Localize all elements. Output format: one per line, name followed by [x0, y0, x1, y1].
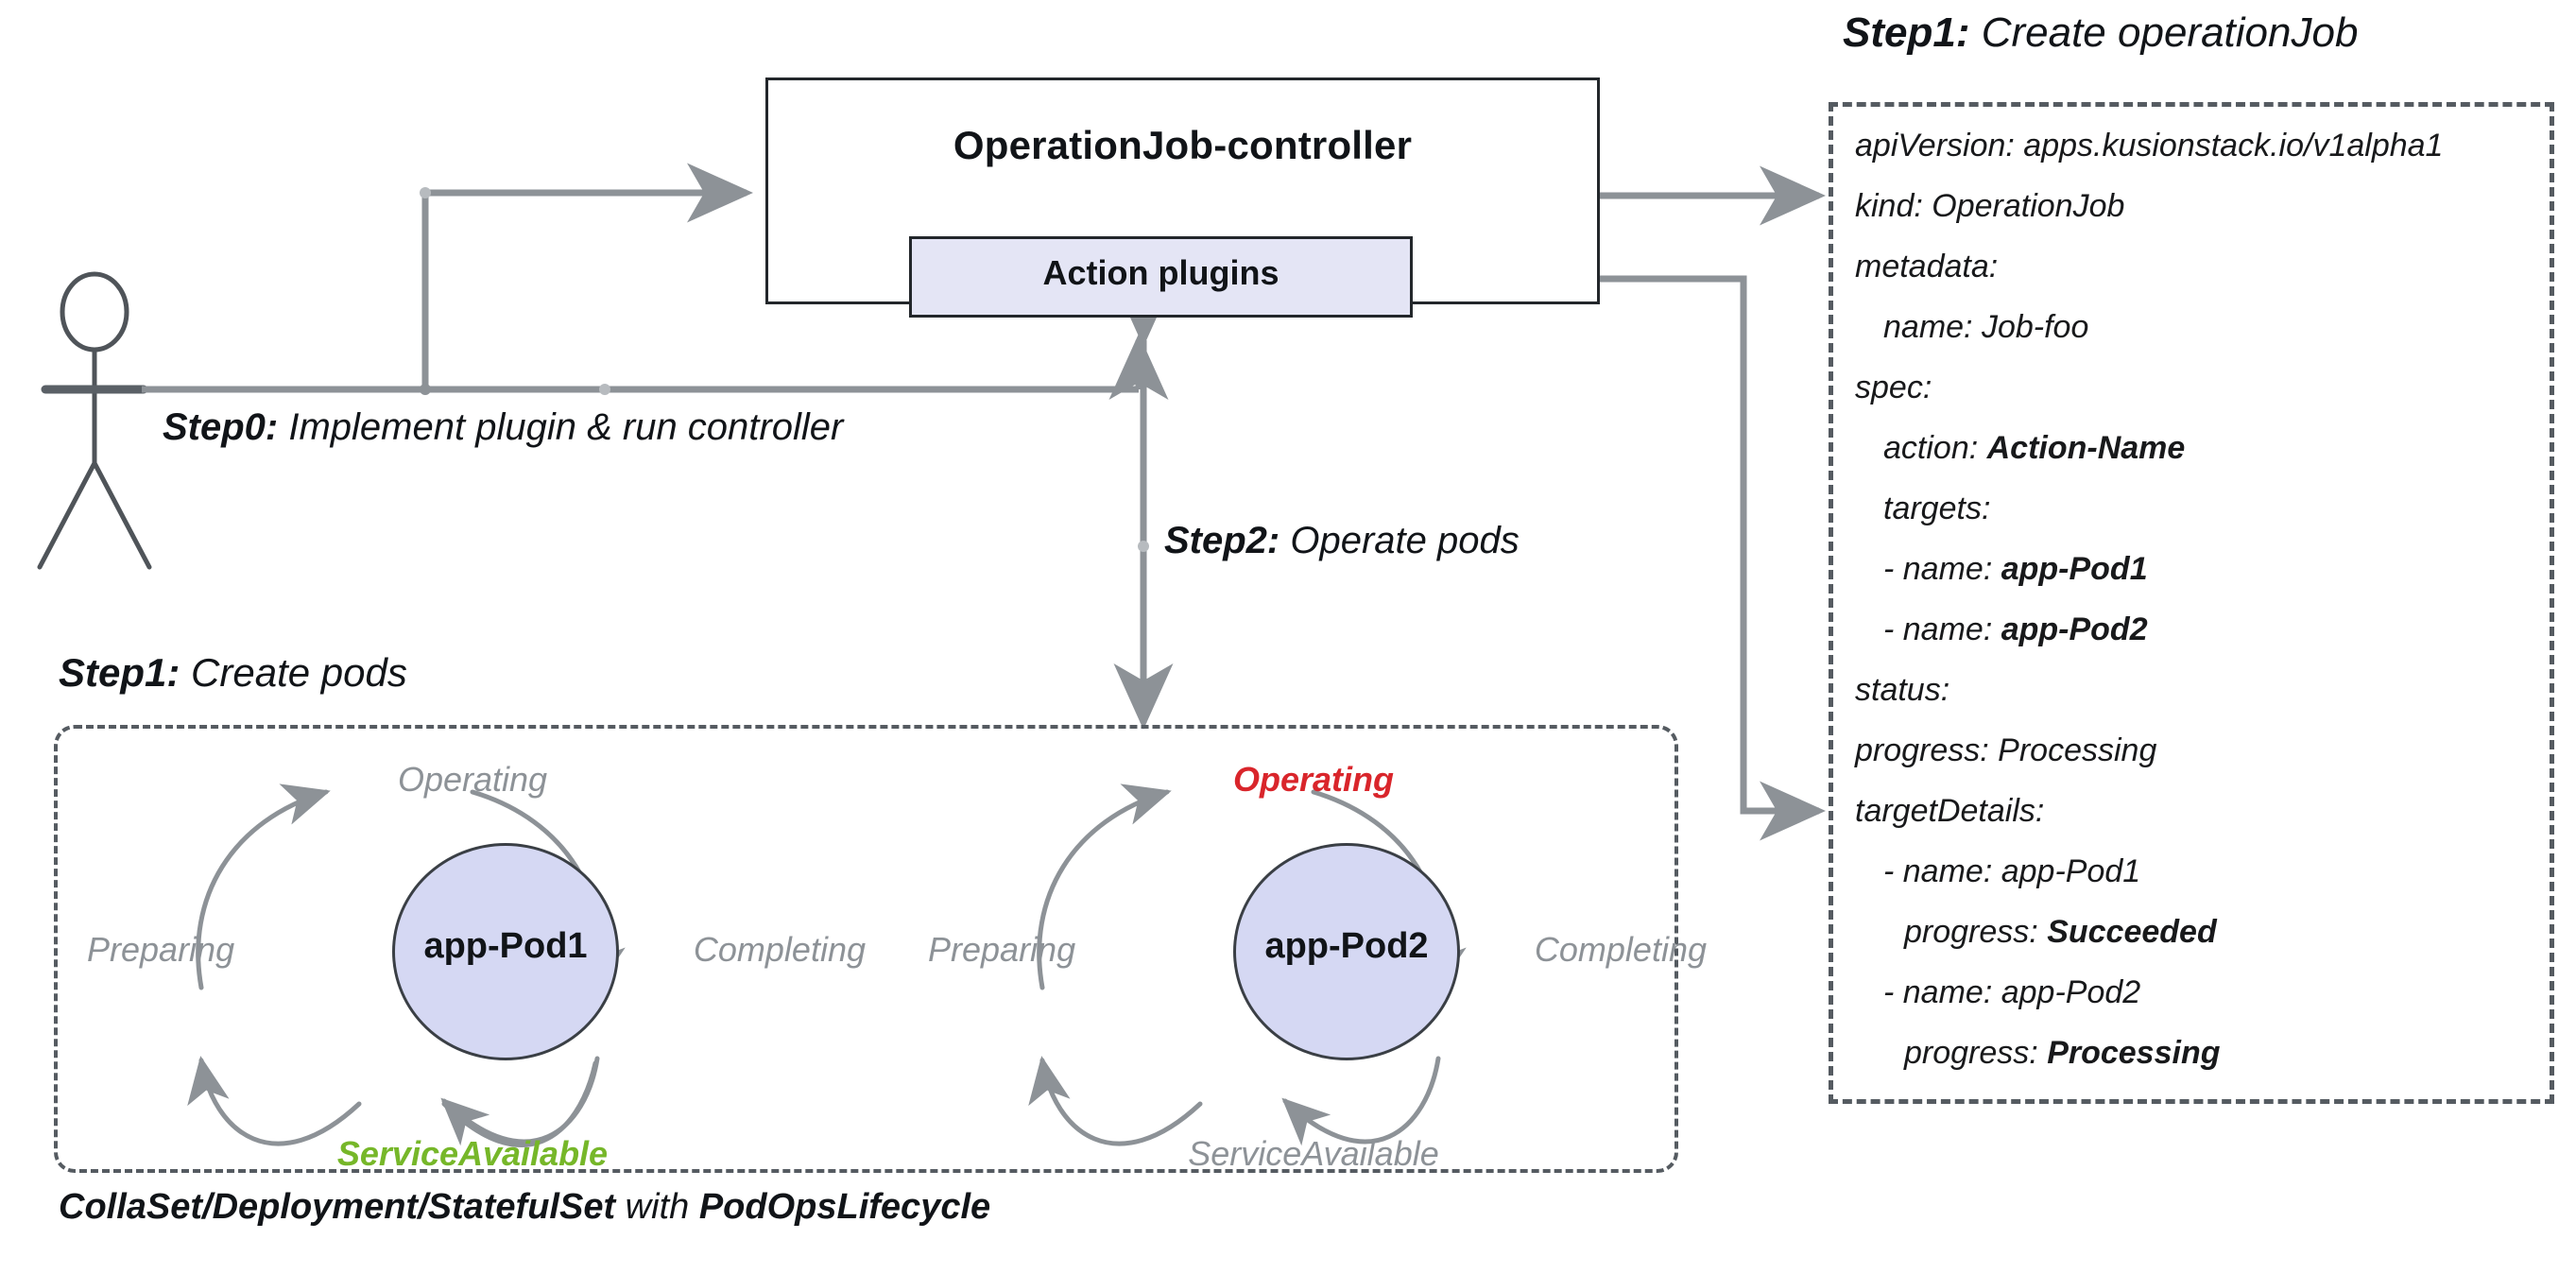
step0-text: Implement plugin & run controller [278, 406, 844, 448]
step1-job-caption: Step1: Create operationJob [1843, 9, 2358, 57]
yaml-key: progress: [1904, 1035, 2048, 1071]
step1-job-text: Create operationJob [1969, 9, 2359, 56]
action-plugins-box [909, 236, 1413, 318]
workload-with: with [615, 1187, 699, 1227]
state-operating-pod1: Operating [397, 760, 548, 799]
state-operating-pod2: Operating [1232, 760, 1394, 799]
step0-label: Step0: [163, 406, 279, 448]
yaml-key: metadata: [1855, 249, 1999, 284]
step2-connector [1113, 281, 1174, 730]
workload-lifecycle: PodOpsLifecycle [698, 1187, 991, 1227]
step1-pods-text: Create pods [180, 650, 407, 695]
yaml-key: progress: Processing [1855, 732, 2157, 768]
step0-connector [142, 163, 1169, 400]
yaml-value: Processing [2047, 1035, 2221, 1071]
yaml-line: - name: app-Pod2 [1855, 599, 2554, 660]
yaml-line: name: Job-foo [1855, 297, 2554, 357]
step1-job-label: Step1: [1843, 9, 1970, 56]
yaml-line: progress: Processing [1855, 720, 2554, 781]
yaml-line: targetDetails: [1855, 781, 2554, 841]
step0-caption: Step0: Implement plugin & run controller [163, 406, 843, 449]
yaml-key: targets: [1883, 491, 1991, 526]
yaml-line: progress: Processing [1855, 1023, 2554, 1083]
action-plugins-label: Action plugins [1042, 253, 1279, 292]
yaml-line: apiVersion: apps.kusionstack.io/v1alpha1 [1855, 115, 2554, 176]
yaml-line: - name: app-Pod1 [1855, 539, 2554, 599]
step2-text: Operate pods [1279, 520, 1520, 561]
pod2-label: app-Pod2 [1264, 926, 1429, 966]
yaml-key: - name: app-Pod1 [1883, 853, 2141, 889]
operationjob-controller-label: OperationJob-controller [953, 123, 1413, 167]
yaml-line: kind: OperationJob [1855, 176, 2554, 236]
step2-label: Step2: [1164, 520, 1280, 561]
state-serviceavailable-pod1: ServiceAvailable [336, 1134, 609, 1173]
state-completing-pod1: Completing [693, 930, 866, 969]
step1-pods-caption: Step1: Create pods [59, 650, 407, 696]
state-serviceavailable-pod2: ServiceAvailable [1188, 1134, 1439, 1173]
user-stick-figure [37, 271, 152, 570]
yaml-key: targetDetails: [1855, 793, 2045, 829]
yaml-line: progress: Succeeded [1855, 902, 2554, 962]
yaml-value: Action-Name [1986, 430, 2186, 466]
state-completing-pod2: Completing [1534, 930, 1707, 969]
pod1-circle [392, 843, 619, 1060]
yaml-key: - name: [1883, 551, 2001, 587]
yaml-value: app-Pod1 [2001, 551, 2148, 587]
yaml-key: kind: OperationJob [1855, 188, 2125, 224]
yaml-line: action: Action-Name [1855, 418, 2554, 478]
pods-container [54, 725, 1678, 1173]
lifecycle-pod1: Operating Completing ServiceAvailable Pr… [66, 737, 879, 1173]
yaml-key: name: Job-foo [1883, 309, 2089, 345]
operationjob-yaml-lines: apiVersion: apps.kusionstack.io/v1alpha1… [1855, 115, 2554, 1083]
pod1-label: app-Pod1 [423, 926, 588, 966]
yaml-line: status: [1855, 660, 2554, 720]
yaml-line: spec: [1855, 357, 2554, 418]
workload-kinds: CollaSet/Deployment/StatefulSet [59, 1187, 616, 1227]
step2-caption: Step2: Operate pods [1164, 520, 1520, 562]
state-preparing-pod2: Preparing [928, 930, 1076, 969]
operationjob-yaml-panel [1829, 102, 2554, 1104]
yaml-line: - name: app-Pod2 [1855, 962, 2554, 1023]
yaml-key: - name: app-Pod2 [1883, 974, 2141, 1010]
yaml-value: app-Pod2 [2001, 611, 2148, 647]
yaml-key: - name: [1883, 611, 2001, 647]
yaml-key: action: [1883, 430, 1987, 466]
yaml-key: spec: [1855, 370, 1932, 405]
yaml-line: targets: [1855, 478, 2554, 539]
yaml-key: apiVersion: apps.kusionstack.io/v1alpha1 [1855, 128, 2444, 164]
yaml-key: progress: [1904, 914, 2048, 950]
yaml-value: Succeeded [2047, 914, 2217, 950]
yaml-line: - name: app-Pod1 [1855, 841, 2554, 902]
workload-caption: CollaSet/Deployment/StatefulSet with Pod… [59, 1187, 990, 1228]
pod2-circle [1233, 843, 1460, 1060]
state-preparing-pod1: Preparing [87, 930, 235, 969]
yaml-line: metadata: [1855, 236, 2554, 297]
step1-pods-label: Step1: [59, 650, 180, 695]
yaml-key: status: [1855, 672, 1950, 708]
lifecycle-pod2: Operating Completing ServiceAvailable Pr… [907, 737, 1720, 1173]
